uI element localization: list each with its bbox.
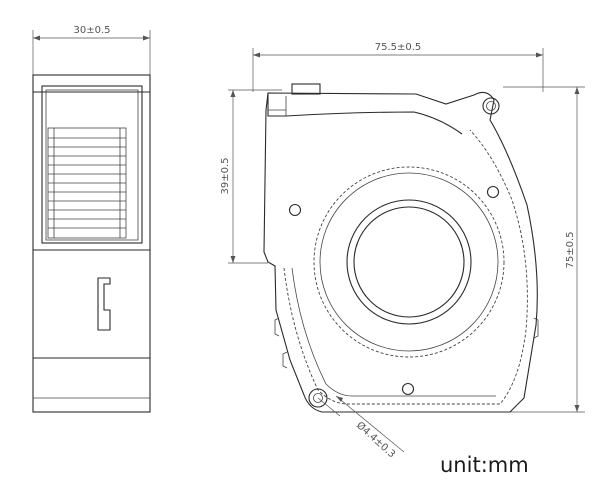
hole-right — [486, 185, 500, 199]
hole-bottom — [401, 382, 415, 396]
top-tab — [291, 83, 321, 95]
side-clip-left — [274, 317, 280, 337]
dim-hole-diameter: Ø4.4±0.3 — [317, 395, 405, 460]
dim-side-width: 30±0.5 — [32, 25, 151, 75]
dim-front-width: 75.5±0.5 — [252, 42, 544, 92]
side-outlet-opening — [41, 85, 143, 244]
impeller-outline — [313, 166, 505, 358]
dim-outlet-height: 39±0.5 — [220, 89, 282, 264]
side-view: 30±0.5 — [32, 25, 151, 413]
side-clip-slot — [97, 277, 111, 331]
scroll-band-outer — [283, 129, 528, 405]
inlet-ring-outer — [346, 199, 472, 325]
outlet-rib — [267, 93, 463, 135]
front-housing-outline — [263, 91, 538, 413]
mount-ear-bottom — [308, 388, 328, 408]
front-width-label: 75.5±0.5 — [375, 42, 422, 53]
hole-diameter-label: Ø4.4±0.3 — [354, 419, 398, 460]
inlet-ring-inner — [353, 206, 465, 318]
mount-ear-top — [482, 97, 500, 115]
side-body-outline — [32, 74, 151, 413]
outlet-height-label: 39±0.5 — [220, 157, 231, 194]
front-view: 75.5±0.5 75±0.5 39±0.5 — [220, 42, 585, 460]
side-blades — [47, 127, 127, 239]
dim-front-height: 75±0.5 — [503, 86, 585, 413]
unit-label: unit:mm — [440, 453, 529, 477]
hole-left — [288, 203, 302, 217]
side-clip-right — [533, 317, 539, 339]
front-height-label: 75±0.5 — [565, 231, 576, 268]
side-width-label: 30±0.5 — [73, 25, 110, 36]
